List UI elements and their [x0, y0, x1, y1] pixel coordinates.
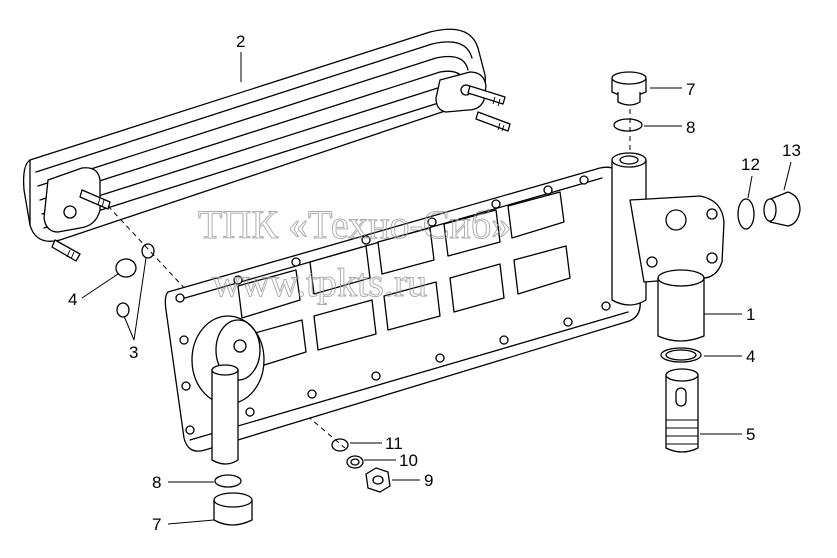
watermark-line1: ТПК «Техно-Сиб»	[198, 202, 511, 247]
callout-12: 12	[741, 155, 760, 174]
callout-2: 2	[236, 32, 245, 51]
alignment-line	[107, 205, 189, 293]
washer-11	[331, 438, 349, 452]
fitting	[665, 368, 699, 453]
callout-13: 13	[782, 141, 801, 160]
callout-4-left: 4	[68, 290, 77, 309]
callout-11: 11	[385, 434, 403, 453]
leader-lines	[81, 52, 792, 525]
callout-3: 3	[129, 343, 138, 362]
plug-top	[611, 71, 647, 106]
oil-cooler-core	[22, 28, 511, 262]
callout-9: 9	[424, 471, 433, 490]
o-ring-small-lower	[116, 302, 130, 318]
o-ring-side	[737, 198, 755, 230]
oil-cooler-housing	[164, 152, 725, 465]
o-ring-bottom	[214, 474, 242, 488]
o-ring-top	[613, 118, 643, 132]
washer-10	[346, 455, 364, 469]
callout-7-top: 7	[686, 80, 695, 99]
seal-ring-right	[660, 347, 702, 363]
nut	[365, 467, 391, 493]
callout-5: 5	[746, 425, 755, 444]
callout-10: 10	[399, 451, 418, 470]
callout-4-right: 4	[746, 347, 755, 366]
callout-1: 1	[746, 305, 755, 324]
plug-side	[763, 191, 801, 227]
o-ring-small-upper	[141, 243, 155, 259]
callout-8-top: 8	[686, 118, 695, 137]
plug-bottom	[213, 492, 253, 526]
watermark-line2: www.tpkts.ru	[212, 260, 427, 305]
callout-7-bottom: 7	[152, 515, 161, 534]
o-ring-left	[115, 258, 137, 278]
callout-8-bottom: 8	[152, 473, 161, 492]
